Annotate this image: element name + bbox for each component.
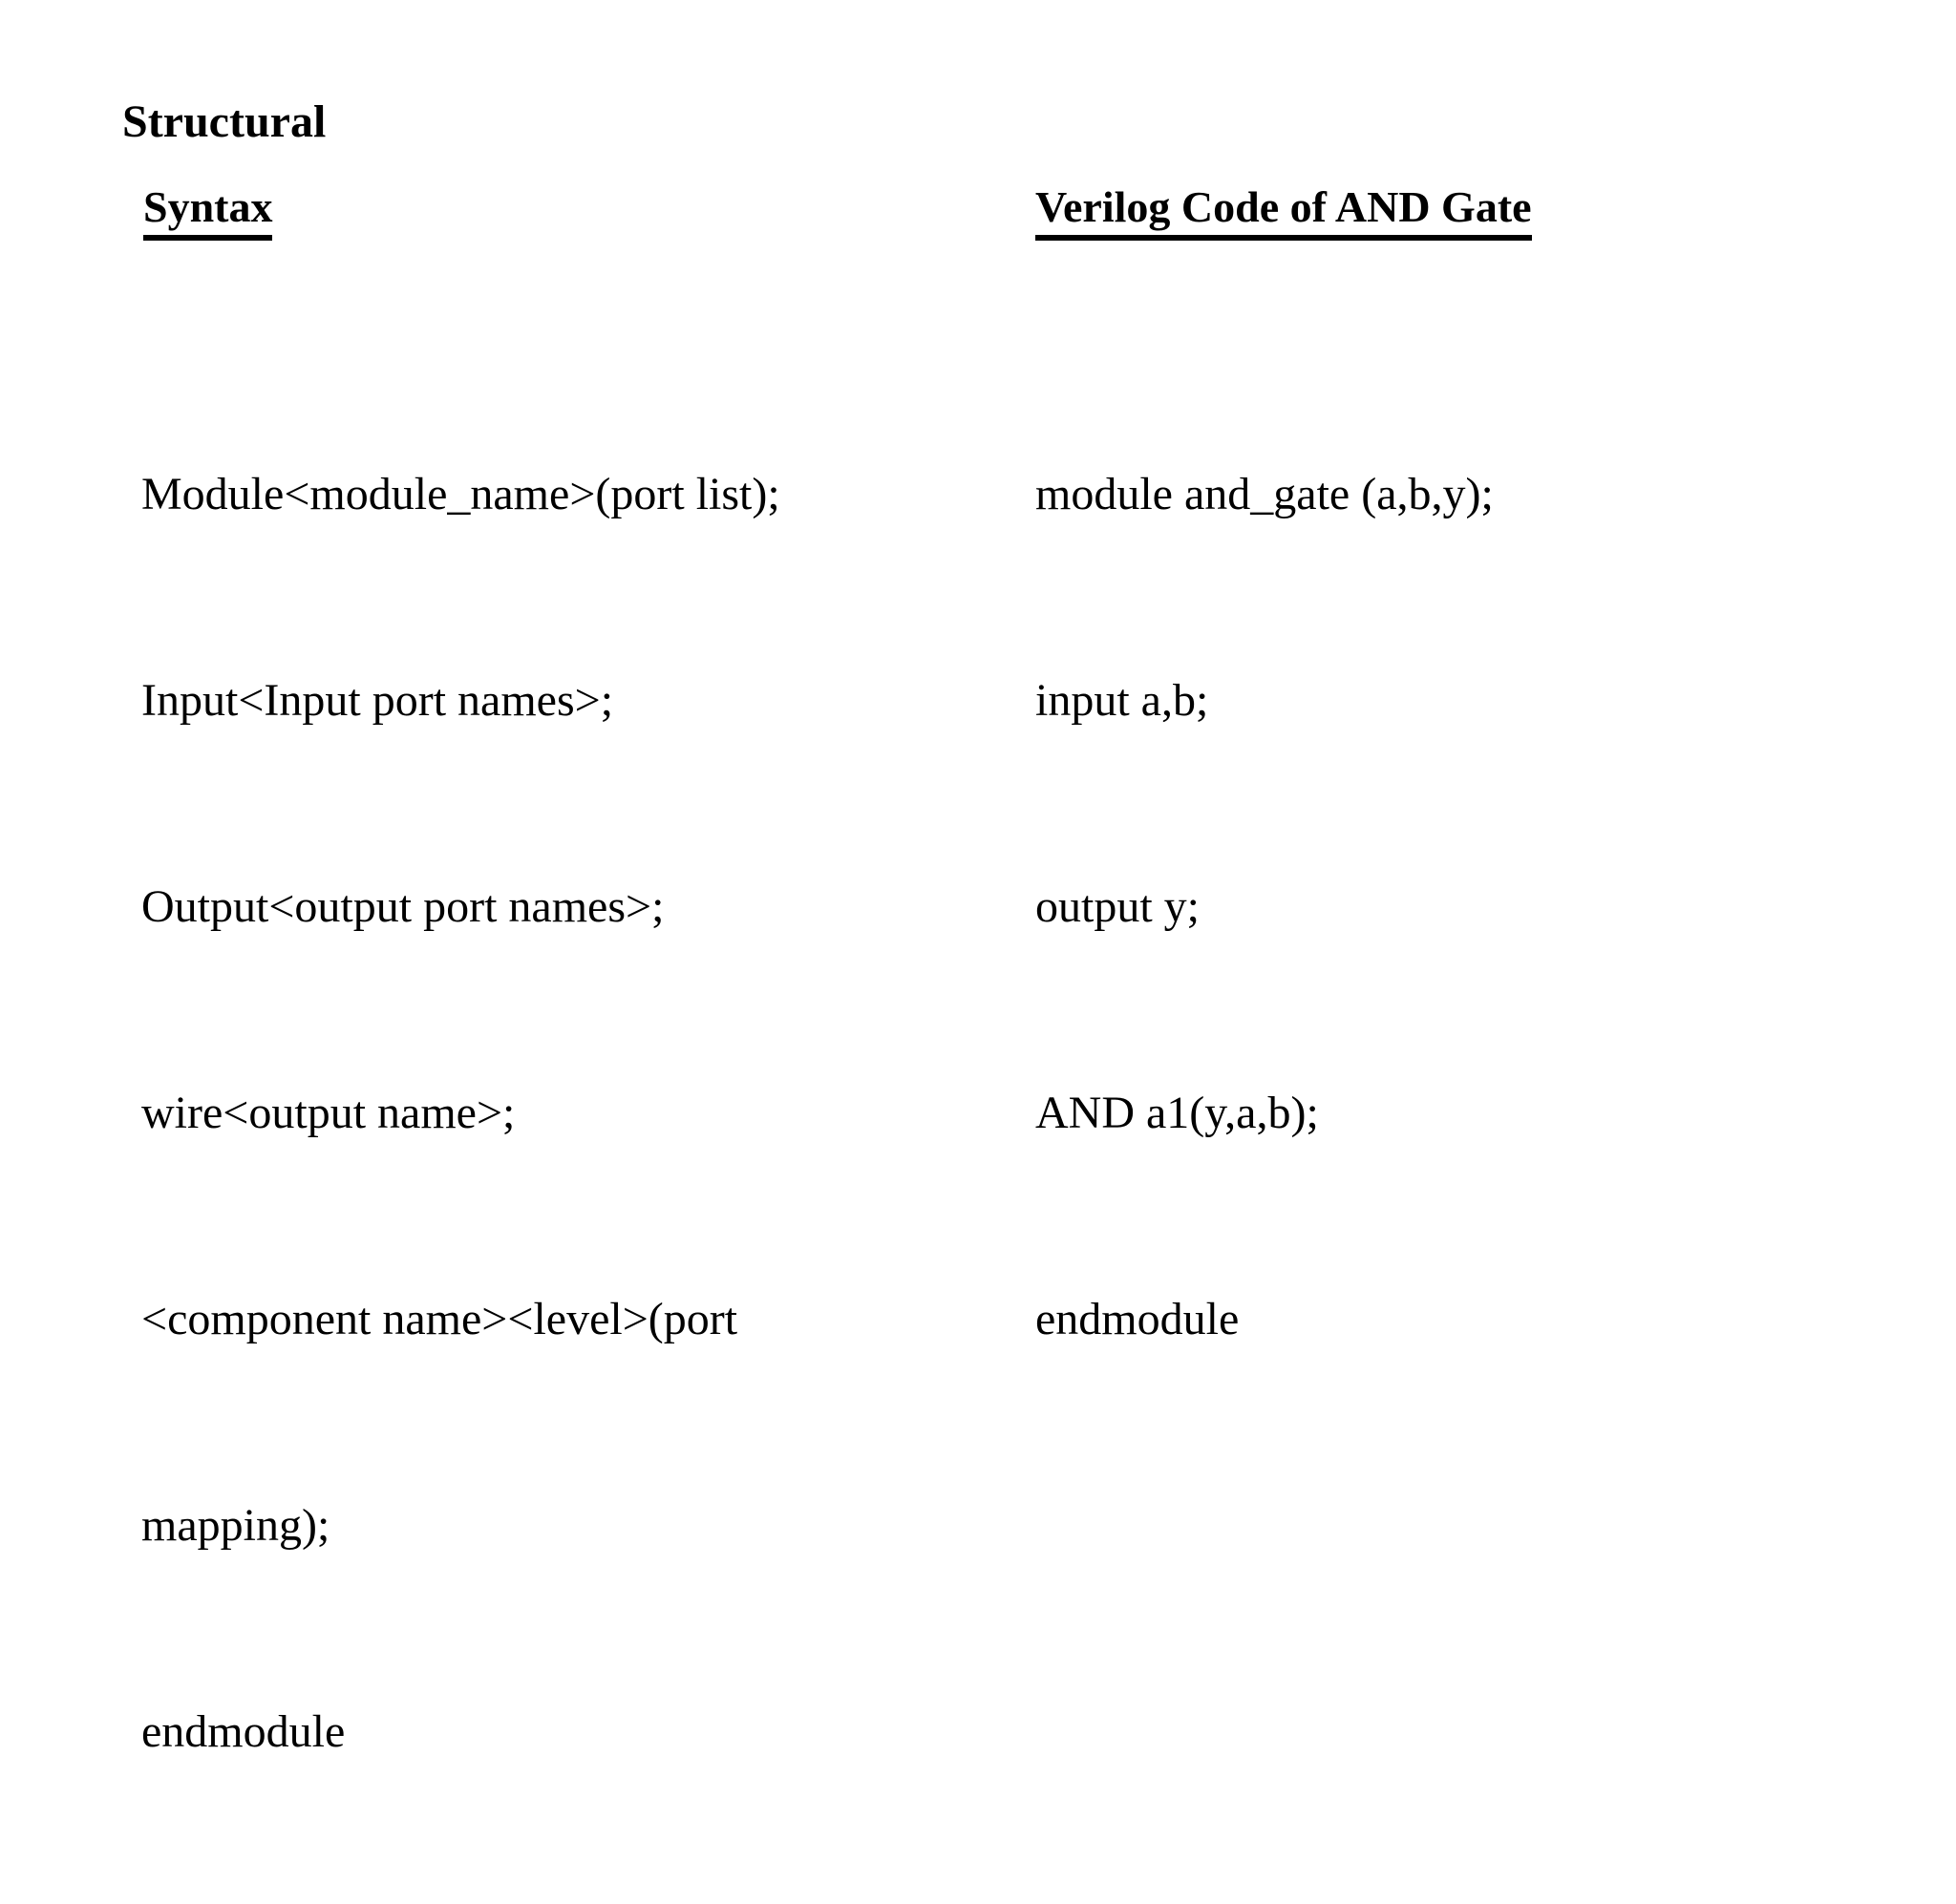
- verilog-line: output y;: [1035, 881, 1201, 932]
- verilog-line: endmodule: [1035, 1294, 1240, 1344]
- syntax-line: Input<Input port names>;: [141, 675, 614, 726]
- slide-canvas: Structural Syntax Verilog Code of AND Ga…: [122, 96, 1532, 1757]
- page-title: Structural: [122, 96, 327, 147]
- verilog-line: AND a1(y,a,b);: [1035, 1088, 1319, 1138]
- syntax-line: endmodule: [141, 1706, 346, 1757]
- verilog-code-column-header: Verilog Code of AND Gate: [1035, 185, 1532, 241]
- syntax-line: mapping);: [141, 1500, 330, 1551]
- syntax-code-block: Module<module_name>(port list); Input<In…: [141, 323, 944, 1904]
- verilog-code-block: module and_gate (a,b,y); input a,b; outp…: [1035, 323, 1818, 1491]
- syntax-line: Output<output port names>;: [141, 881, 665, 932]
- syntax-line: Module<module_name>(port list);: [141, 469, 780, 519]
- verilog-line: module and_gate (a,b,y);: [1035, 469, 1494, 519]
- syntax-line: <component name><level>(port: [141, 1294, 738, 1344]
- verilog-line: input a,b;: [1035, 675, 1209, 726]
- syntax-line: wire<output name>;: [141, 1088, 516, 1138]
- syntax-column-header: Syntax: [143, 185, 273, 241]
